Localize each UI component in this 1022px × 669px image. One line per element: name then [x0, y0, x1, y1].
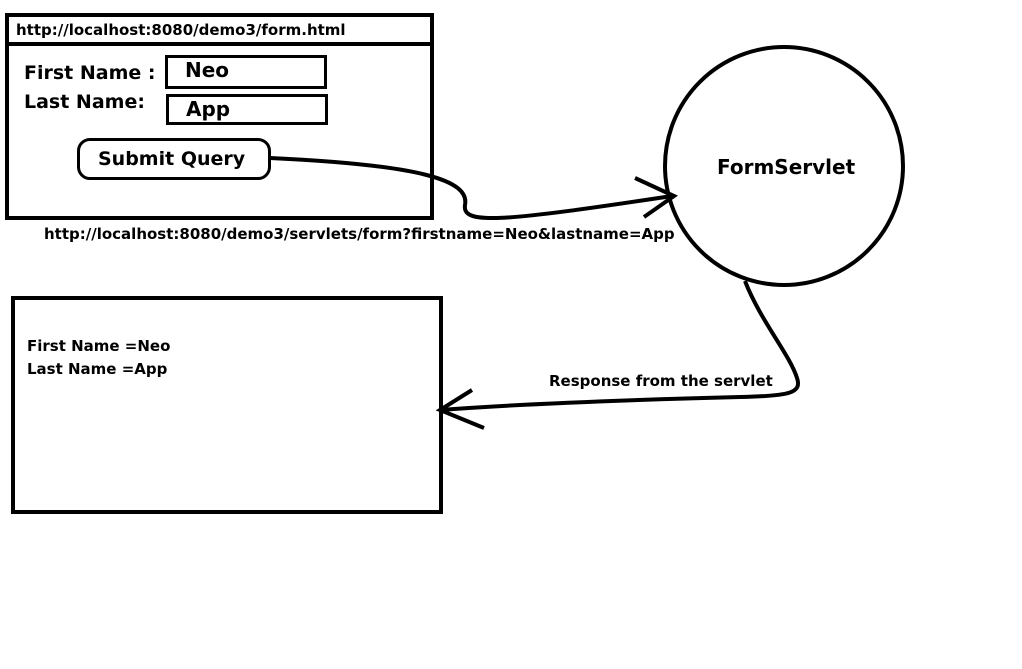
- last-name-field[interactable]: App: [166, 94, 328, 125]
- request-browser-window: http://localhost:8080/demo3/form.html Fi…: [5, 13, 434, 220]
- first-name-label: First Name :: [24, 62, 156, 84]
- response-first-name: First Name =Neo: [27, 337, 171, 355]
- response-arrow-line: [439, 280, 800, 412]
- response-last-name: Last Name =App: [27, 360, 168, 378]
- address-bar-url: http://localhost:8080/demo3/form.html: [16, 21, 346, 39]
- first-name-field[interactable]: Neo: [165, 55, 327, 89]
- servlet-name: FormServlet: [717, 155, 856, 179]
- last-name-value: App: [186, 97, 231, 121]
- address-bar[interactable]: http://localhost:8080/demo3/form.html: [9, 17, 430, 46]
- request-arrow-line: [269, 156, 673, 221]
- response-caption: Response from the servlet: [549, 372, 773, 390]
- submit-query-button[interactable]: Submit Query: [77, 138, 271, 180]
- first-name-value: Neo: [185, 58, 230, 82]
- request-url-caption: http://localhost:8080/demo3/servlets/for…: [44, 225, 675, 243]
- servlet-circle: [663, 45, 905, 287]
- request-arrowhead: [634, 176, 678, 219]
- response-page-window: First Name =Neo Last Name =App: [11, 296, 443, 514]
- last-name-label: Last Name:: [24, 91, 145, 113]
- submit-query-label: Submit Query: [98, 148, 246, 170]
